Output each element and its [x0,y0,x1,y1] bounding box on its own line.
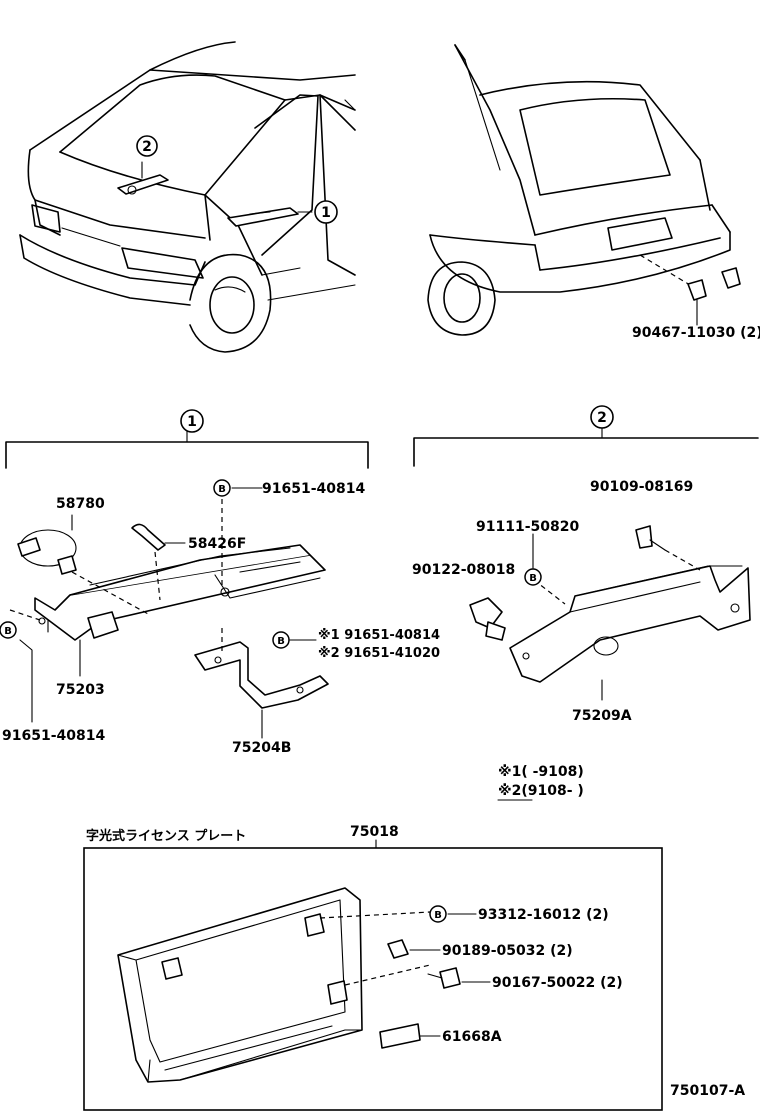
tape-61668A [379,1023,421,1049]
diagram-code: 750107-A [670,1083,745,1099]
part-91651-40814-top: 91651-40814 [262,481,365,497]
section-3-frame [83,847,663,1111]
legend-note-2: ※2(9108- ) [498,783,584,799]
callout-2-section-label: 2 [597,410,607,426]
bolt-90109 [635,525,701,571]
part-91111-50820: 91111-50820 [476,519,579,535]
part-75203: 75203 [56,682,105,698]
bolt-mark-section3-label: B [434,910,442,921]
bolt-mark-left [0,621,17,639]
callout-1-section [180,409,204,433]
callout-2-front-label: 2 [142,139,152,155]
part-75209A: 75209A [572,708,632,724]
note-2-part: ※2 91651-41020 [318,646,440,661]
bolt-mark-left-label: B [4,626,12,637]
bolt-mark-section3 [429,905,447,923]
license-plate-frame-75018 [117,887,363,1083]
part-75018: 75018 [350,824,399,840]
part-91651-40814-left: 91651-40814 [2,728,105,744]
bolt-mark-top [213,479,231,497]
bolt-mark-top-label: B [218,484,226,495]
part-58426F: 58426F [188,536,246,552]
nut-90122 [469,597,506,641]
section-3-title: 字光式ライセンス プレート [86,828,246,844]
part-75204B: 75204B [232,740,291,756]
bolt-mark-section2-label: B [529,573,537,584]
part-90189-05032: 90189-05032 (2) [442,943,573,959]
callout-2-section [590,405,614,429]
callout-2-front [136,135,158,157]
screw-90167 [439,967,461,989]
bolt-mark-section2 [524,568,542,586]
section-1-frame [5,429,369,469]
bracket-75204B [194,641,329,709]
part-90122-08018: 90122-08018 [412,562,515,578]
wire-58780 [17,514,151,616]
part-90109-08169: 90109-08169 [590,479,693,495]
note-1-part: ※1 91651-40814 [318,628,440,643]
rear-van-illustration [427,44,741,336]
bracket-75209A [509,565,751,683]
clip-58426F [131,523,186,601]
clip-90189 [387,939,409,959]
part-90467-11030: 90467-11030 (2) [632,325,760,341]
part-58780: 58780 [56,496,105,512]
part-90167-50022: 90167-50022 (2) [492,975,623,991]
legend-note-1: ※1( -9108) [498,764,584,780]
callout-1-front [314,200,338,224]
callout-1-section-label: 1 [187,414,197,430]
license-bracket-75203 [34,544,326,641]
section-2-frame [413,427,759,467]
front-van-illustration [19,41,356,353]
callout-1-front-label: 1 [321,205,331,221]
part-93312-16012: 93312-16012 (2) [478,907,609,923]
part-61668A: 61668A [442,1029,502,1045]
bolt-mark-right [272,631,290,649]
bolt-mark-right-label: B [277,636,285,647]
